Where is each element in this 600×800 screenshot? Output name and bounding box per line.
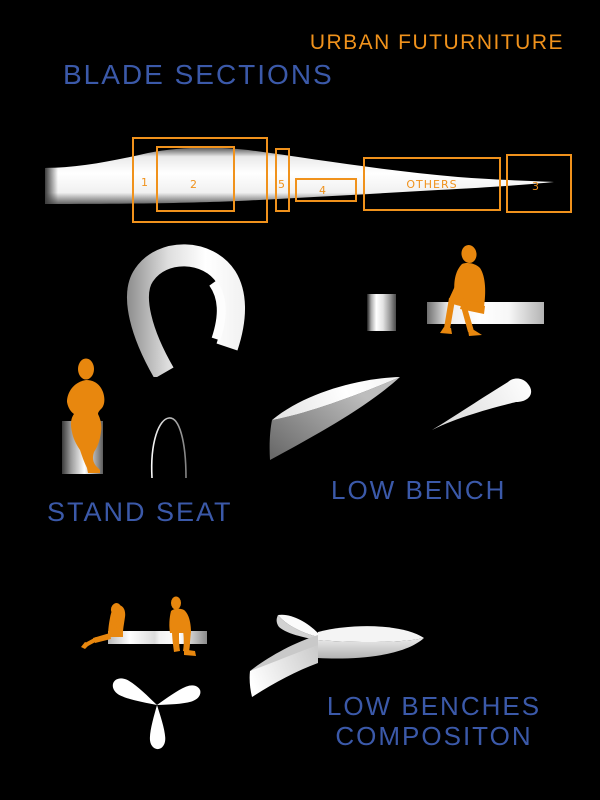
composition-title-line2: COMPOSITON <box>335 721 533 751</box>
composition-lower-blade-face <box>249 643 318 697</box>
section-box-4 <box>295 178 357 202</box>
blade-diagram: 1 2 5 4 OTHERS 3 <box>45 137 572 223</box>
section-label-2: 2 <box>190 178 198 191</box>
section-label-1: 1 <box>141 176 149 189</box>
composition-title: LOW BENCHES COMPOSITON <box>324 691 544 751</box>
composition-title-line1: LOW BENCHES <box>326 691 542 721</box>
section-label-others: OTHERS <box>406 178 457 191</box>
sitting-person-shape <box>169 596 196 656</box>
section-box-5 <box>275 148 290 212</box>
shell-section-render <box>127 244 245 377</box>
stand-seat-title: STAND SEAT <box>47 497 233 527</box>
arch-outline <box>150 417 187 479</box>
sitting-man-silhouette <box>440 245 486 336</box>
low-bench-title: LOW BENCH <box>331 475 507 505</box>
low-bench-render <box>269 377 400 460</box>
section-box-1 <box>132 137 268 223</box>
reading-person-shape <box>81 603 126 649</box>
propeller-top-view <box>112 678 201 750</box>
blade-root-shading <box>45 168 58 204</box>
composition-right-blade-face <box>318 638 424 659</box>
section-label-3: 3 <box>532 180 540 193</box>
sitting-person-silhouette <box>169 596 196 656</box>
reading-person-silhouette <box>81 603 126 649</box>
shell-outer-surface <box>127 244 245 377</box>
brand-title: URBAN FUTURNITURE <box>309 31 564 54</box>
turbine-blade-shape <box>45 147 554 204</box>
airfoil-profile-render <box>432 378 532 430</box>
blade-sections-title: BLADE SECTIONS <box>63 59 334 90</box>
composition-upper-blade-top <box>278 614 318 637</box>
arch-front-view <box>150 417 187 479</box>
benches-composition-render <box>249 614 424 697</box>
section-box-others <box>363 157 501 211</box>
airfoil-shape <box>432 378 532 430</box>
shell-inner-surface <box>209 280 226 341</box>
bench-end-view <box>367 294 396 331</box>
section-box-2 <box>156 146 235 212</box>
section-label-5: 5 <box>278 178 286 191</box>
composition-lower-blade-top <box>250 635 318 671</box>
bench-side-view <box>427 302 544 324</box>
standing-woman-silhouette <box>67 358 105 473</box>
composition-right-blade-top <box>318 626 424 643</box>
low-bench-front-face <box>269 377 400 460</box>
composition-bench-slab <box>108 631 207 644</box>
standing-woman-shape <box>67 358 105 473</box>
section-label-4: 4 <box>319 184 327 197</box>
sitting-man-shape <box>440 245 486 336</box>
section-box-3 <box>506 154 572 213</box>
propeller-petals <box>112 678 201 750</box>
low-bench-top-face <box>272 377 400 420</box>
